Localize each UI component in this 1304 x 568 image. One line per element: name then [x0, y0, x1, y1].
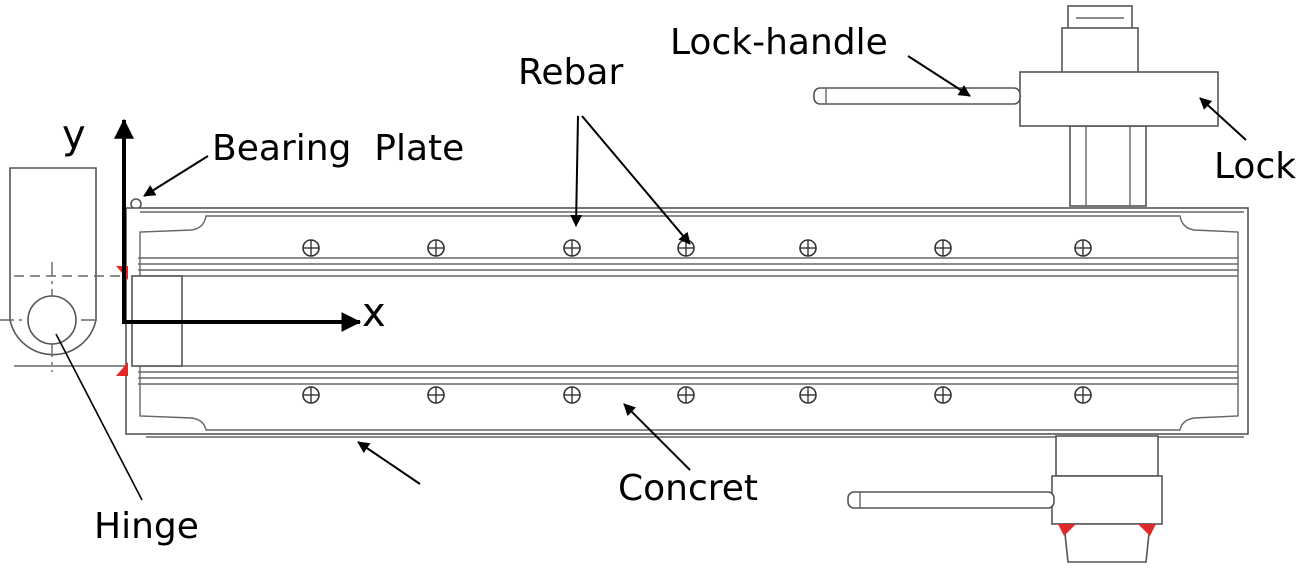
x-axis-label: x: [362, 290, 386, 336]
concrete-body: [138, 215, 1239, 431]
lock-handle-top: [813, 87, 1021, 105]
rebar-symbol: [677, 239, 695, 257]
hinge-leader: [55, 333, 143, 501]
rebar-symbol: [563, 239, 581, 257]
rebar-symbol: [1074, 239, 1092, 257]
rebar-symbol: [934, 239, 952, 257]
rebar-label: Rebar: [518, 52, 623, 93]
lock-handle-bottom: [847, 491, 1055, 509]
lock-label: Lock: [1214, 146, 1296, 187]
lock-assembly-bottom: [1051, 435, 1163, 563]
hinge-pin: [27, 295, 77, 345]
rebar-symbol: [302, 239, 320, 257]
rebar-symbol: [677, 386, 695, 404]
rebar-symbol: [799, 386, 817, 404]
rebar-symbol: [302, 386, 320, 404]
rebar-row-top: [302, 239, 1092, 257]
lock-arrow: [1199, 97, 1247, 141]
concrete-label: Concret: [618, 468, 758, 509]
rebar-arrow-2: [581, 115, 691, 245]
rebar-symbol: [799, 239, 817, 257]
rebar-row-bottom: [302, 386, 1092, 404]
y-axis-label: y: [62, 112, 86, 158]
hinge-label: Hinge: [94, 506, 199, 547]
unlabeled-arrow: [357, 441, 421, 485]
callout-arrows: [55, 55, 1247, 501]
concrete-arrow: [623, 403, 691, 471]
rebar-symbol: [1074, 386, 1092, 404]
rebar-symbol: [427, 239, 445, 257]
lock-handle-label: Lock-handle: [670, 22, 888, 63]
rebar-symbol: [563, 386, 581, 404]
rebar-symbol: [934, 386, 952, 404]
rebar-symbol: [427, 386, 445, 404]
lock-handle-arrow: [907, 55, 971, 97]
rebar-arrow-1: [570, 115, 583, 227]
bearing-plate-arrow: [143, 155, 209, 197]
bearing-plate-label: Bearing Plate: [212, 128, 464, 169]
lock-assembly-top: [1019, 5, 1219, 207]
